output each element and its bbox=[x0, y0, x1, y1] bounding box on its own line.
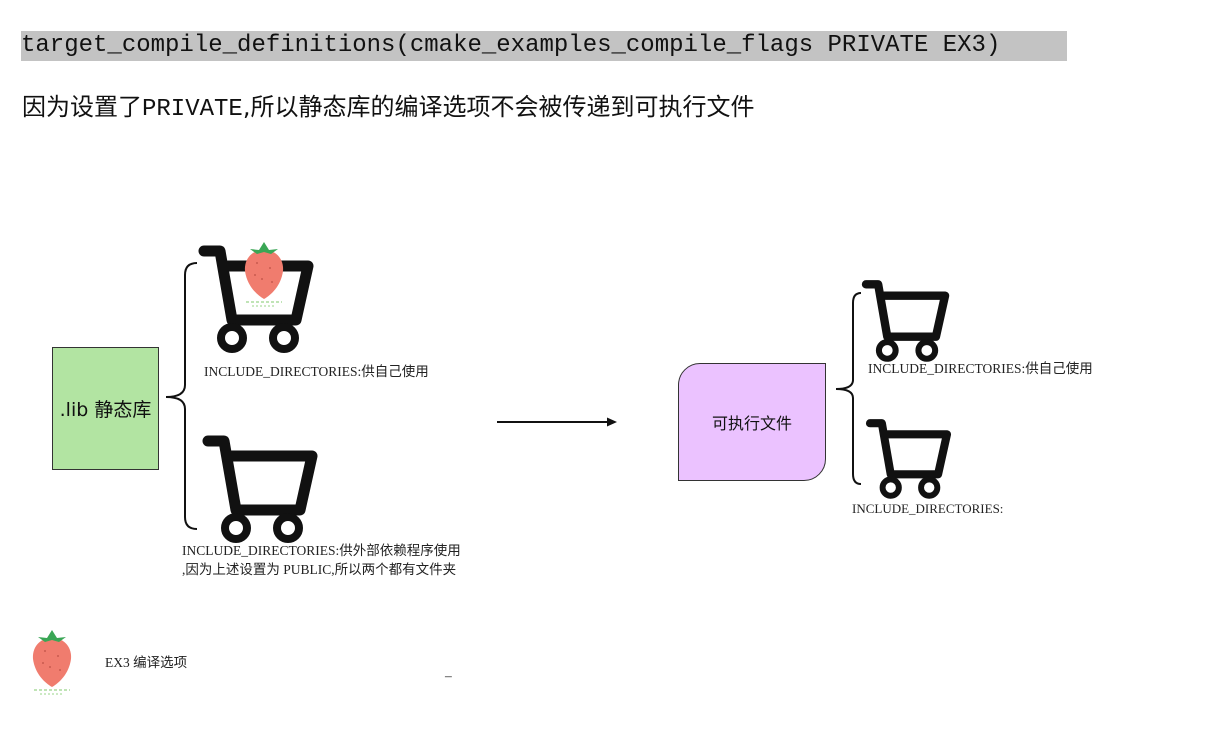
note-line: 因为设置了PRIVATE,所以静态库的编译选项不会被传递到可执行文件 bbox=[22, 89, 754, 128]
note-suffix: ,所以静态库的编译选项不会被传递到可执行文件 bbox=[242, 93, 755, 121]
note-prefix: 因为设置了 bbox=[22, 93, 142, 121]
arrow-head bbox=[607, 417, 617, 427]
executable-label: 可执行文件 bbox=[711, 414, 792, 433]
left-brace bbox=[165, 262, 198, 530]
strawberry-icon bbox=[244, 241, 284, 307]
note-keyword: PRIVATE bbox=[142, 96, 243, 123]
legend-label: EX3 编译选项 bbox=[105, 655, 188, 670]
shopping-cart-icon bbox=[208, 441, 312, 539]
static-lib-box: .lib 静态库 bbox=[52, 347, 159, 470]
right-top-label: INCLUDE_DIRECTORIES:供自己使用 bbox=[868, 361, 1093, 376]
static-lib-label: .lib 静态库 bbox=[59, 399, 152, 421]
left-top-label: INCLUDE_DIRECTORIES:供自己使用 bbox=[204, 364, 429, 379]
code-line: target_compile_definitions(cmake_example… bbox=[21, 31, 1067, 61]
right-brace bbox=[835, 292, 862, 485]
executable-box: 可执行文件 bbox=[678, 363, 826, 481]
left-bottom-label-line1: INCLUDE_DIRECTORIES:供外部依赖程序使用 bbox=[182, 543, 461, 558]
stray-mark: – bbox=[445, 668, 452, 683]
strawberry-icon bbox=[32, 629, 72, 695]
left-bottom-label-line2: ,因为上述设置为 PUBLIC,所以两个都有文件夹 bbox=[182, 562, 457, 577]
shopping-cart-icon bbox=[866, 284, 945, 358]
shopping-cart-icon bbox=[870, 423, 947, 496]
right-bottom-label: INCLUDE_DIRECTORIES: bbox=[852, 501, 1004, 516]
